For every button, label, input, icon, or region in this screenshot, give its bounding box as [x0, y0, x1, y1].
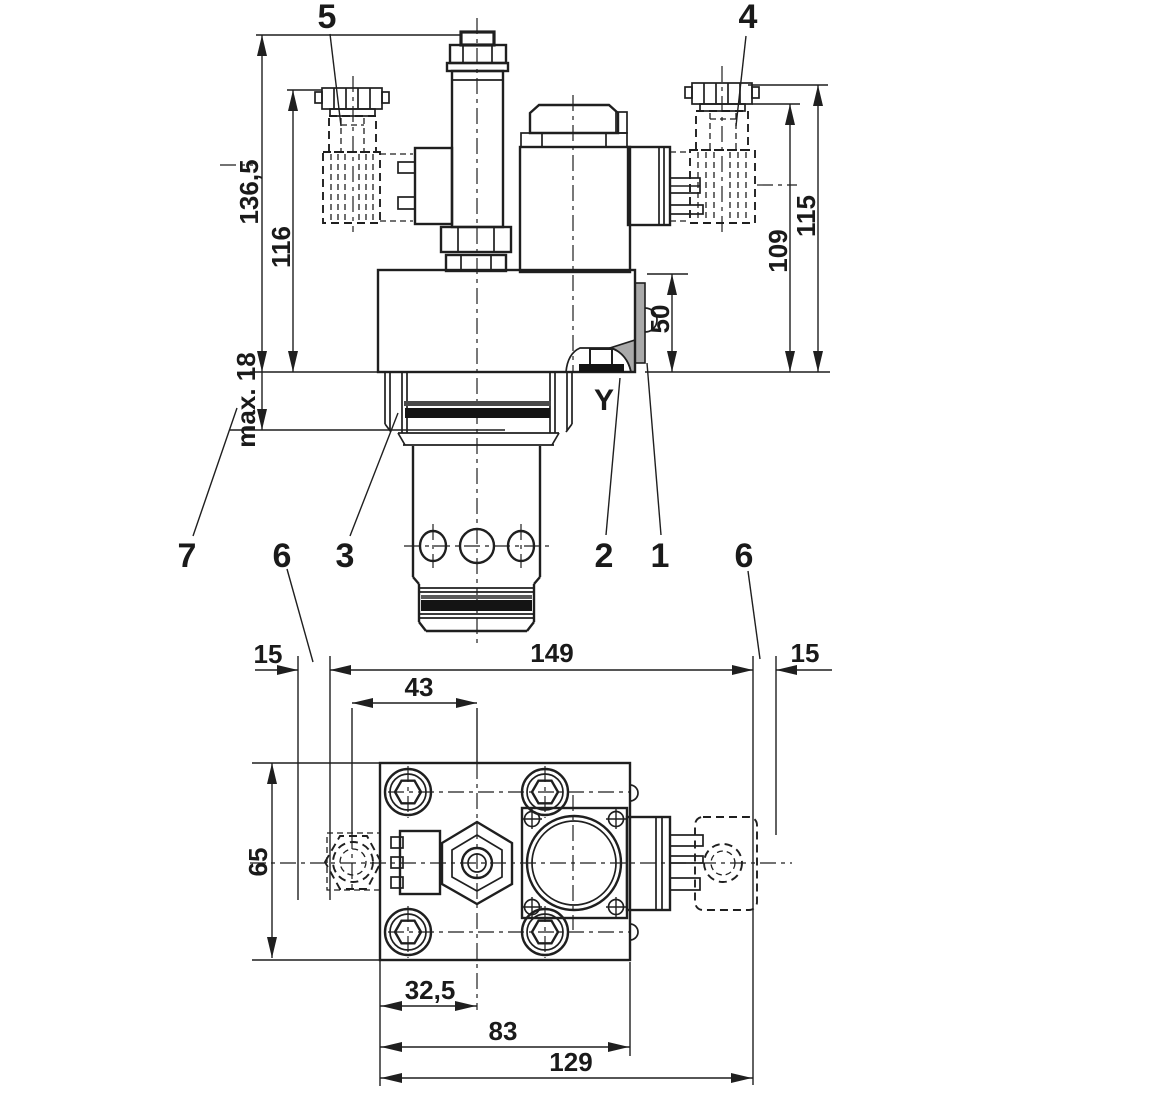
- side-plate: [634, 282, 646, 364]
- part-label-6-right: 6: [735, 537, 754, 575]
- dim-149: 149: [530, 638, 573, 668]
- dim-129: 129: [549, 1047, 592, 1077]
- coil-body: [689, 149, 756, 224]
- override-pin: [644, 307, 658, 333]
- y-port-seal: [579, 364, 624, 372]
- connector-pin: [669, 855, 704, 864]
- flange-screw: [522, 897, 542, 917]
- left-connector-block: [413, 146, 454, 226]
- plan-dimensions: 15 149 15 43 65 3: [243, 638, 832, 1086]
- socket-screw: [520, 767, 570, 817]
- o-ring-backup: [404, 401, 551, 406]
- connector-pin: [397, 161, 416, 174]
- front-dimensions: 136,5 116 max. 18 115 109 50: [230, 34, 830, 448]
- cartridge: [384, 372, 573, 633]
- dim-15-left: 15: [254, 639, 283, 669]
- flange-screw: [606, 809, 626, 829]
- connector-pin: [669, 204, 704, 215]
- connector-pin: [669, 877, 701, 891]
- connector-pin: [390, 836, 404, 849]
- solenoid-tube: [518, 95, 704, 372]
- dim-total-height: 136,5: [234, 159, 264, 224]
- adjustment-screw: [397, 18, 513, 648]
- plan-view: 15 149 15 43 65 3: [243, 638, 832, 1086]
- mounting-screws: [383, 767, 570, 957]
- coil-phantom-plan-right: [694, 816, 758, 911]
- plan-left-connector: [323, 829, 442, 896]
- connector-pin: [390, 876, 404, 889]
- connector-pin: [390, 856, 404, 869]
- lock-nut-upper: [439, 225, 513, 254]
- front-part-labels: 5 4 7 6 3 2 1 6 Y: [178, 0, 761, 663]
- socket-screw: [520, 907, 570, 957]
- flange-screw: [522, 809, 542, 829]
- socket-screw: [383, 767, 433, 817]
- valve-body: [376, 268, 658, 374]
- dim-15-right: 15: [791, 638, 820, 668]
- lock-nut-lower: [444, 253, 508, 273]
- connector-pin: [397, 196, 416, 210]
- part-label-1: 1: [651, 537, 670, 575]
- dim-83: 83: [489, 1016, 518, 1046]
- dim-116: 116: [266, 226, 296, 268]
- dim-max-18: max. 18: [231, 352, 261, 447]
- part-label-7: 7: [178, 537, 197, 575]
- port-label-y: Y: [594, 384, 614, 417]
- part-label-3: 3: [336, 537, 355, 575]
- dim-43: 43: [405, 672, 434, 702]
- part-label-4: 4: [739, 0, 758, 36]
- tip-o-ring: [421, 600, 532, 611]
- coil-body: [322, 151, 381, 224]
- part-label-2: 2: [595, 537, 614, 575]
- connector-pin: [669, 834, 704, 847]
- part-label-6-left: 6: [273, 537, 292, 575]
- front-view: 136,5 116 max. 18 115 109 50 5 4: [178, 0, 830, 663]
- dim-32-5: 32,5: [405, 975, 456, 1005]
- part-label-5: 5: [318, 0, 337, 36]
- coil-phantom-right: [670, 66, 797, 232]
- dim-109: 109: [763, 229, 793, 272]
- cable-gland: [321, 87, 383, 110]
- dim-50: 50: [645, 305, 675, 334]
- socket-screw: [383, 907, 433, 957]
- dim-115: 115: [791, 195, 821, 237]
- dim-65: 65: [243, 848, 273, 877]
- o-ring: [405, 408, 550, 418]
- plan-right-connector: [625, 815, 758, 912]
- flange-screw: [606, 897, 626, 917]
